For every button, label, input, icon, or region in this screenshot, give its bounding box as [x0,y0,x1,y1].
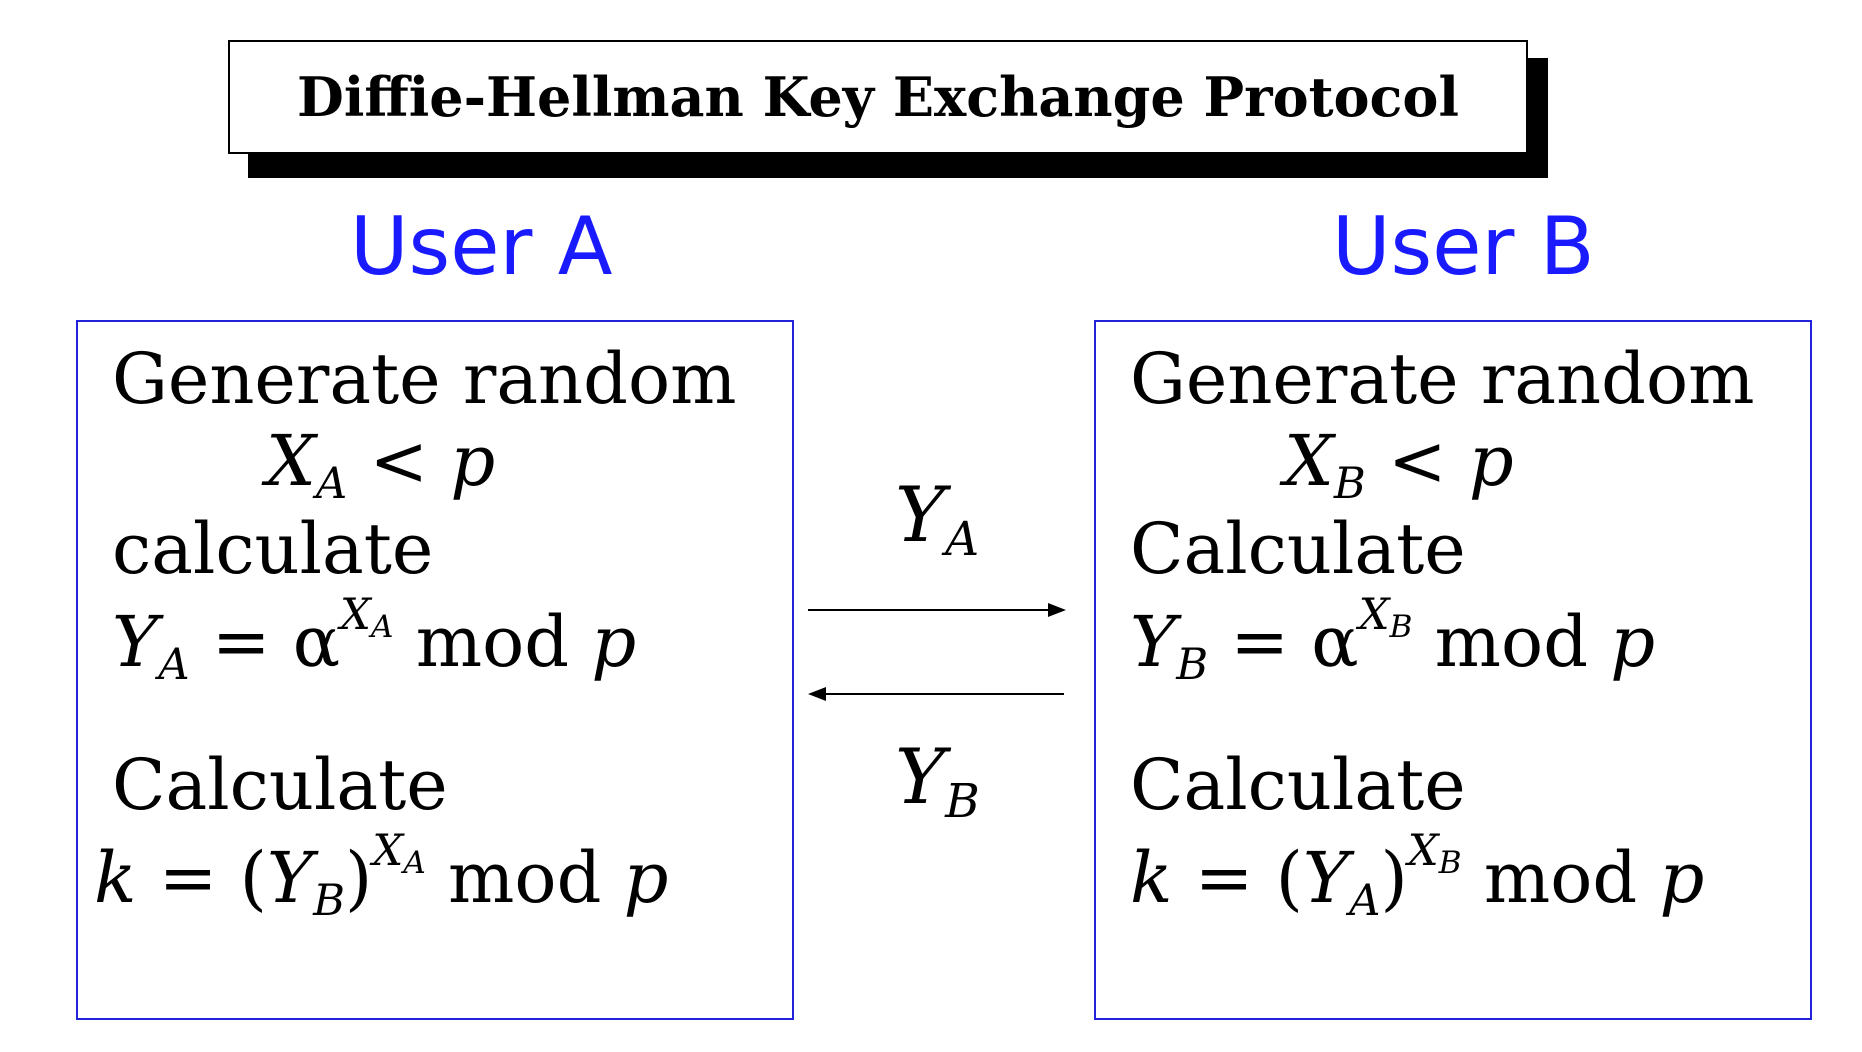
arrow-a-to-b-head [1048,603,1066,617]
user-b-shared-key: k = (YA)XB mod p [1130,826,1705,926]
user-b-calc1-label: Calculate [1130,508,1466,590]
user-b-panel: Generate random XB < p Calculate YB = αX… [1094,320,1812,1020]
user-a-calc2-label: Calculate [112,744,448,826]
message-b-to-a-label: YB [895,732,980,830]
diagram-title: Diffie-Hellman Key Exchange Protocol [228,40,1528,154]
user-a-private-key: XA < p [266,420,496,510]
user-b-calc2-label: Calculate [1130,744,1466,826]
user-a-calc1-label: calculate [112,508,434,590]
user-a-generate-label: Generate random [112,338,737,420]
message-a-to-b-label: YA [895,470,980,568]
title-text: Diffie-Hellman Key Exchange Protocol [297,65,1459,129]
user-b-public-value: YB = αXB mod p [1130,590,1656,690]
user-a-shared-key: k = (YB)XA mod p [94,826,669,926]
arrow-b-to-a-head [808,687,826,701]
user-a-public-value: YA = αXA mod p [112,590,637,690]
user-b-generate-label: Generate random [1130,338,1755,420]
user-b-private-key: XB < p [1284,420,1514,510]
user-b-label: User B [1332,200,1595,293]
user-a-panel: Generate random XA < p calculate YA = αX… [76,320,794,1020]
user-a-label: User A [350,200,613,293]
